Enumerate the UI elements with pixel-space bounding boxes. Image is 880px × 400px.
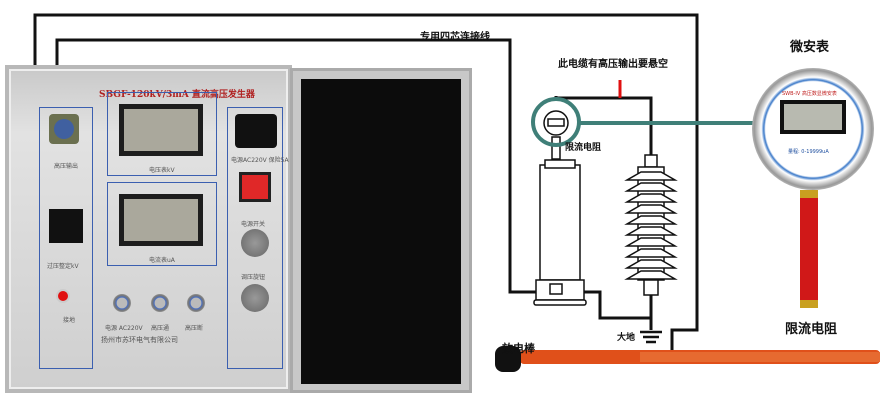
ground-symbol: [640, 330, 662, 344]
power-knob[interactable]: [241, 229, 269, 257]
microammeter-symbol: [543, 110, 569, 160]
knob1-label: 电源开关: [241, 221, 266, 228]
microammeter-device: SWB-IV 高压数显微安表 量程: 0-19999uA: [752, 68, 874, 190]
meter-range: 量程: 0-19999uA: [788, 149, 829, 155]
resistor-column: [533, 159, 587, 306]
maker-label: 扬州市苏环电气有限公司: [101, 336, 178, 344]
ammeter-display: [119, 194, 203, 246]
ground-label: 接地: [63, 317, 76, 324]
hv-on-button[interactable]: [151, 294, 169, 312]
btn2-label: 高压通: [151, 325, 170, 332]
ammeter-label: 电流表uA: [149, 257, 175, 264]
resistor-label: 限流电阻: [785, 322, 838, 337]
knob2-label: 调压旋钮: [241, 274, 266, 281]
microammeter-label: 微安表: [790, 40, 830, 55]
power-socket[interactable]: [235, 114, 277, 148]
dc-hv-generator-panel: SBGF-120kV/3mA 直流高压发生器 高压输出 过压整定kV 接地 电压…: [5, 65, 292, 393]
insulator: [624, 154, 678, 296]
discharge-rod: [495, 346, 880, 372]
power-button[interactable]: [113, 294, 131, 312]
cable-label: 专用四芯连接线: [420, 32, 490, 43]
hv-output-label: 高压输出: [54, 163, 79, 170]
hv-output-connector[interactable]: [49, 114, 79, 144]
ground-terminal[interactable]: [56, 289, 70, 303]
resistor-handle: [800, 190, 818, 308]
hv-off-button[interactable]: [187, 294, 205, 312]
ground-label: 大地: [617, 333, 636, 343]
voltage-knob[interactable]: [241, 284, 269, 312]
power-socket-label: 电源AC220V 保险5A: [231, 157, 289, 164]
device-title: SBGF-120kV/3mA 直流高压发生器: [99, 90, 255, 100]
meter-model: SWB-IV 高压数显微安表: [782, 91, 837, 97]
discharge-rod-label: 放电棒: [502, 342, 535, 355]
resistor-small-label: 限流电阻: [565, 143, 602, 153]
hv-note-label: 此电缆有高压输出要悬空: [558, 59, 668, 70]
meter-display: [780, 100, 846, 134]
outer-wire: [33, 13, 699, 352]
voltmeter-display: [119, 104, 203, 156]
accessory-case: [290, 68, 472, 393]
btn1-label: 电源 AC220V: [105, 325, 143, 332]
overvoltage-label: 过压整定kV: [47, 263, 79, 270]
voltmeter-label: 电压表kV: [149, 167, 175, 174]
resistor-to-ground: [582, 290, 653, 330]
overvoltage-dial[interactable]: [49, 209, 83, 243]
btn3-label: 高压断: [185, 325, 204, 332]
power-switch[interactable]: [239, 172, 271, 202]
